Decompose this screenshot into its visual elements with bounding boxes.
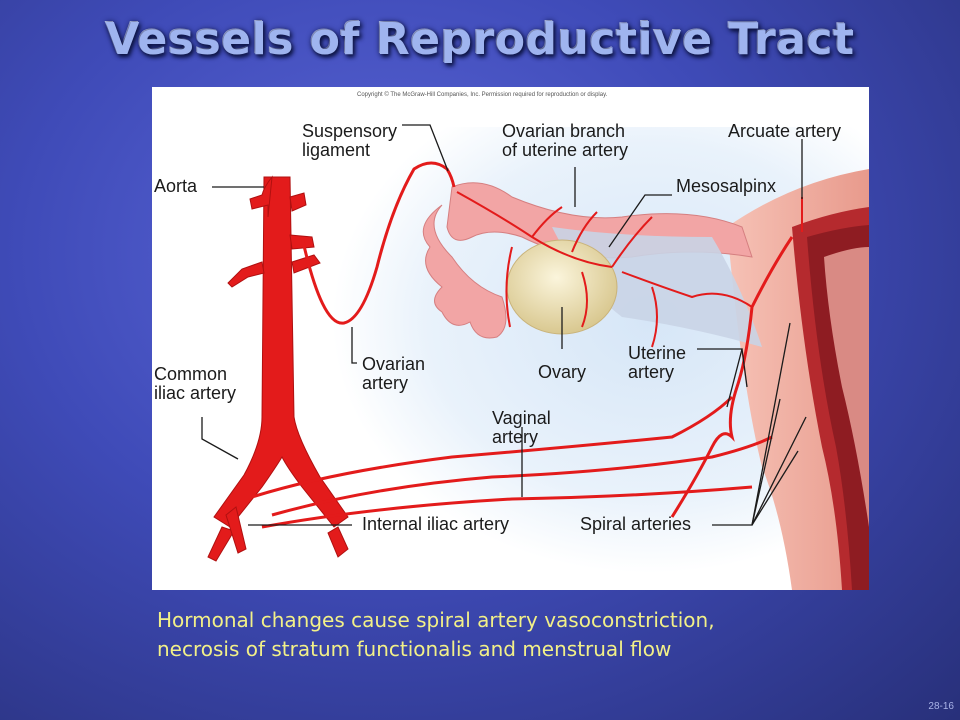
label-aorta: Aorta bbox=[154, 176, 198, 196]
anatomy-illustration bbox=[201, 124, 869, 590]
label-line: artery bbox=[492, 427, 539, 447]
slide-title: Vessels of Reproductive Tract bbox=[105, 14, 855, 65]
label-ovary: Ovary bbox=[538, 362, 587, 382]
caption-line: necrosis of stratum functionalis and men… bbox=[157, 637, 672, 661]
slide-number: 28-16 bbox=[928, 701, 954, 712]
label-common-iliac: Common iliac artery bbox=[154, 365, 236, 403]
label-vaginal-artery: Vaginal artery bbox=[492, 409, 551, 447]
anatomy-figure: Copyright © The McGraw-Hill Companies, I… bbox=[152, 87, 869, 590]
label-line: Vaginal bbox=[492, 408, 551, 428]
label-ovarian-branch: Ovarian branch of uterine artery bbox=[502, 122, 628, 160]
label-line: artery bbox=[362, 373, 409, 393]
slide-caption: Hormonal changes cause spiral artery vas… bbox=[157, 606, 917, 664]
label-suspensory-ligament: Suspensory ligament bbox=[302, 122, 397, 160]
label-line: iliac artery bbox=[154, 383, 237, 403]
uterus bbox=[727, 169, 869, 590]
label-line: Ovarian branch bbox=[502, 121, 626, 141]
label-mesosalpinx: Mesosalpinx bbox=[676, 176, 777, 196]
caption-line: Hormonal changes cause spiral artery vas… bbox=[157, 608, 715, 632]
ovarian-branch-vessels bbox=[456, 191, 753, 348]
label-line: Suspensory bbox=[302, 121, 398, 141]
label-arcuate-artery: Arcuate artery bbox=[728, 121, 842, 141]
label-line: Uterine bbox=[628, 343, 687, 363]
label-line: of uterine artery bbox=[502, 140, 629, 160]
leader-lines bbox=[201, 124, 807, 526]
label-internal-iliac: Internal iliac artery bbox=[362, 514, 510, 534]
label-uterine-artery: Uterine artery bbox=[628, 344, 686, 382]
aorta bbox=[207, 175, 349, 562]
label-line: artery bbox=[628, 362, 675, 382]
label-line: Common bbox=[154, 364, 228, 384]
label-spiral-arteries: Spiral arteries bbox=[580, 514, 692, 534]
label-line: ligament bbox=[302, 140, 371, 160]
label-ovarian-artery: Ovarian artery bbox=[362, 355, 425, 393]
copyright-notice: Copyright © The McGraw-Hill Companies, I… bbox=[357, 92, 608, 98]
label-line: Ovarian bbox=[362, 354, 426, 374]
